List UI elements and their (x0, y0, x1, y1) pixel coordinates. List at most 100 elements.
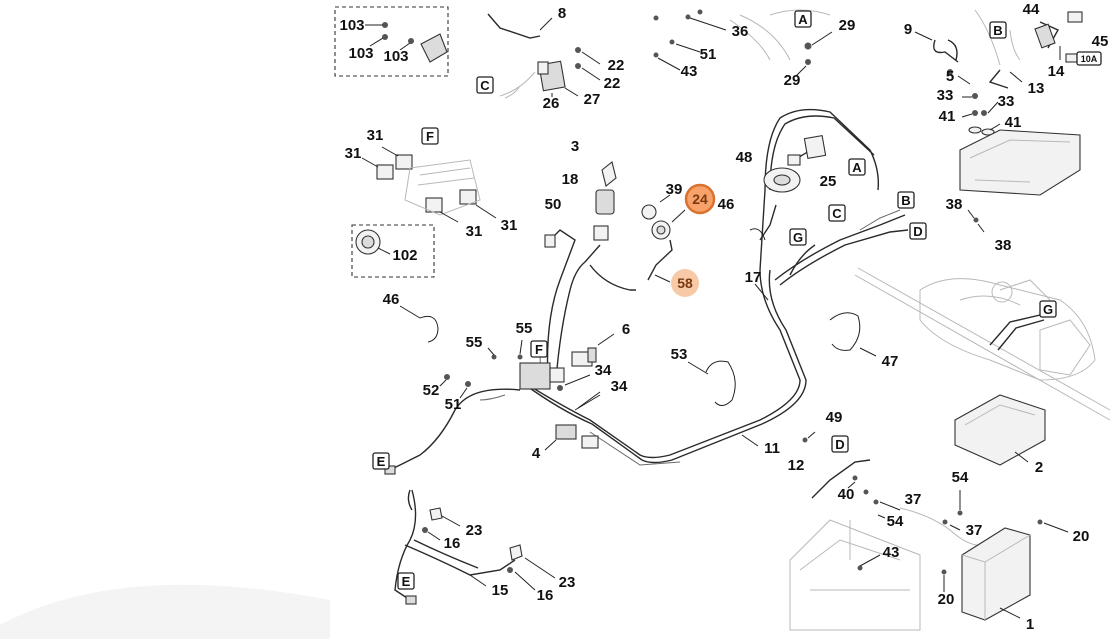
callout-12: 12 (788, 457, 805, 474)
letter-e-lower: E (402, 574, 411, 589)
callout-37-a: 37 (905, 491, 922, 508)
callout-47: 47 (882, 353, 899, 370)
callout-14: 14 (1048, 63, 1065, 80)
callout-29-b: 29 (784, 72, 801, 89)
callout-54-b: 54 (952, 469, 969, 486)
callout-49: 49 (826, 409, 843, 426)
callout-43-bottom: 43 (883, 544, 900, 561)
inset-102 (351, 224, 435, 278)
fuse-rating-label: 10A (1081, 54, 1098, 64)
fuse-badge: 10A (1076, 51, 1102, 66)
callout-36: 36 (732, 23, 749, 40)
callout-39: 39 (666, 181, 683, 198)
parts-top-middle (487, 9, 833, 99)
letter-c-harness: C (832, 206, 842, 221)
callout-25: 25 (820, 173, 837, 190)
callout-31-a: 31 (367, 127, 384, 144)
callout-58[interactable]: 58 (677, 275, 693, 291)
callout-18: 18 (562, 171, 579, 188)
callout-52: 52 (423, 382, 440, 399)
callout-48: 48 (736, 149, 753, 166)
callout-29-a: 29 (839, 17, 856, 34)
letter-c-top: C (480, 78, 490, 93)
background-shade (0, 584, 330, 639)
callout-6: 6 (622, 321, 630, 338)
callout-40: 40 (838, 486, 855, 503)
parts-relay-cluster (361, 146, 497, 223)
letter-g-transaxle: G (1043, 302, 1053, 317)
callout-16-a: 16 (444, 535, 461, 552)
callout-103-c: 103 (383, 48, 408, 65)
transaxle-ghost (854, 267, 1111, 421)
callout-45: 45 (1092, 33, 1109, 50)
callout-11: 11 (764, 440, 780, 457)
callout-31-b: 31 (345, 145, 362, 162)
callout-33-a: 33 (937, 87, 954, 104)
letter-b-top: B (993, 23, 1002, 38)
callout-41-b: 41 (1005, 114, 1022, 131)
callout-46-b: 46 (383, 291, 400, 308)
parts-top-right (914, 9, 1097, 233)
letter-a-top: A (798, 12, 808, 27)
callout-23-b: 23 (559, 574, 576, 591)
callout-20-b: 20 (938, 591, 955, 608)
part-number-labels: 103 103 103 8 22 22 26 27 36 51 43 29 29… (339, 1, 1108, 633)
inset-103 (334, 6, 449, 77)
letter-b-harness: B (901, 193, 910, 208)
callout-38-b: 38 (995, 237, 1012, 254)
harness-components (399, 134, 877, 451)
callout-13: 13 (1028, 80, 1045, 97)
callout-53: 53 (671, 346, 688, 363)
callout-51-top: 51 (700, 46, 717, 63)
callout-1: 1 (1026, 616, 1034, 633)
letter-f-relays: F (426, 129, 434, 144)
callout-24[interactable]: 24 (692, 191, 708, 207)
callout-3: 3 (571, 138, 579, 155)
callout-15: 15 (492, 582, 509, 599)
callout-31-d: 31 (501, 217, 518, 234)
callout-44: 44 (1023, 1, 1040, 18)
callout-33-b: 33 (998, 93, 1015, 110)
callout-46-a: 46 (718, 196, 735, 213)
highlight-24[interactable]: 24 (684, 183, 716, 215)
callout-55-a: 55 (466, 334, 483, 351)
letter-e-upper: E (377, 454, 386, 469)
letter-d-cable: D (835, 437, 844, 452)
callout-55-b: 55 (516, 320, 533, 337)
callout-102: 102 (392, 247, 417, 264)
letter-a-harness: A (852, 160, 862, 175)
callout-34-a: 34 (595, 362, 612, 379)
callout-38-a: 38 (946, 196, 963, 213)
seat-switch-harness (384, 465, 556, 605)
highlight-58[interactable]: 58 (671, 269, 699, 297)
callout-103-b: 103 (348, 45, 373, 62)
callout-22-b: 22 (604, 75, 621, 92)
callout-2: 2 (1035, 459, 1043, 476)
letter-g-harness: G (793, 230, 803, 245)
callout-5: 5 (946, 68, 954, 85)
callout-54-a: 54 (887, 513, 904, 530)
callout-37-b: 37 (966, 522, 983, 539)
parts-lower-right (789, 394, 1069, 631)
callout-43-top: 43 (681, 63, 698, 80)
callout-51-bottom: 51 (445, 396, 462, 413)
callout-8: 8 (558, 5, 566, 22)
callout-103-a: 103 (339, 17, 364, 34)
connector-reference-letters: C A B F A B C D G G F E D E (372, 10, 1057, 590)
callout-9: 9 (904, 21, 912, 38)
callout-27: 27 (584, 91, 601, 108)
callout-17: 17 (745, 269, 762, 286)
letter-d-harness: D (913, 224, 922, 239)
callout-26: 26 (543, 95, 560, 112)
callout-16-b: 16 (537, 587, 554, 604)
callout-34-b: 34 (611, 378, 628, 395)
callout-50: 50 (545, 196, 562, 213)
callout-22-a: 22 (608, 57, 625, 74)
callout-4: 4 (532, 445, 541, 462)
letter-f-fusebox: F (535, 342, 543, 357)
callout-31-c: 31 (466, 223, 483, 240)
callout-41-a: 41 (939, 108, 956, 125)
callout-20-a: 20 (1073, 528, 1090, 545)
callout-23-a: 23 (466, 522, 483, 539)
